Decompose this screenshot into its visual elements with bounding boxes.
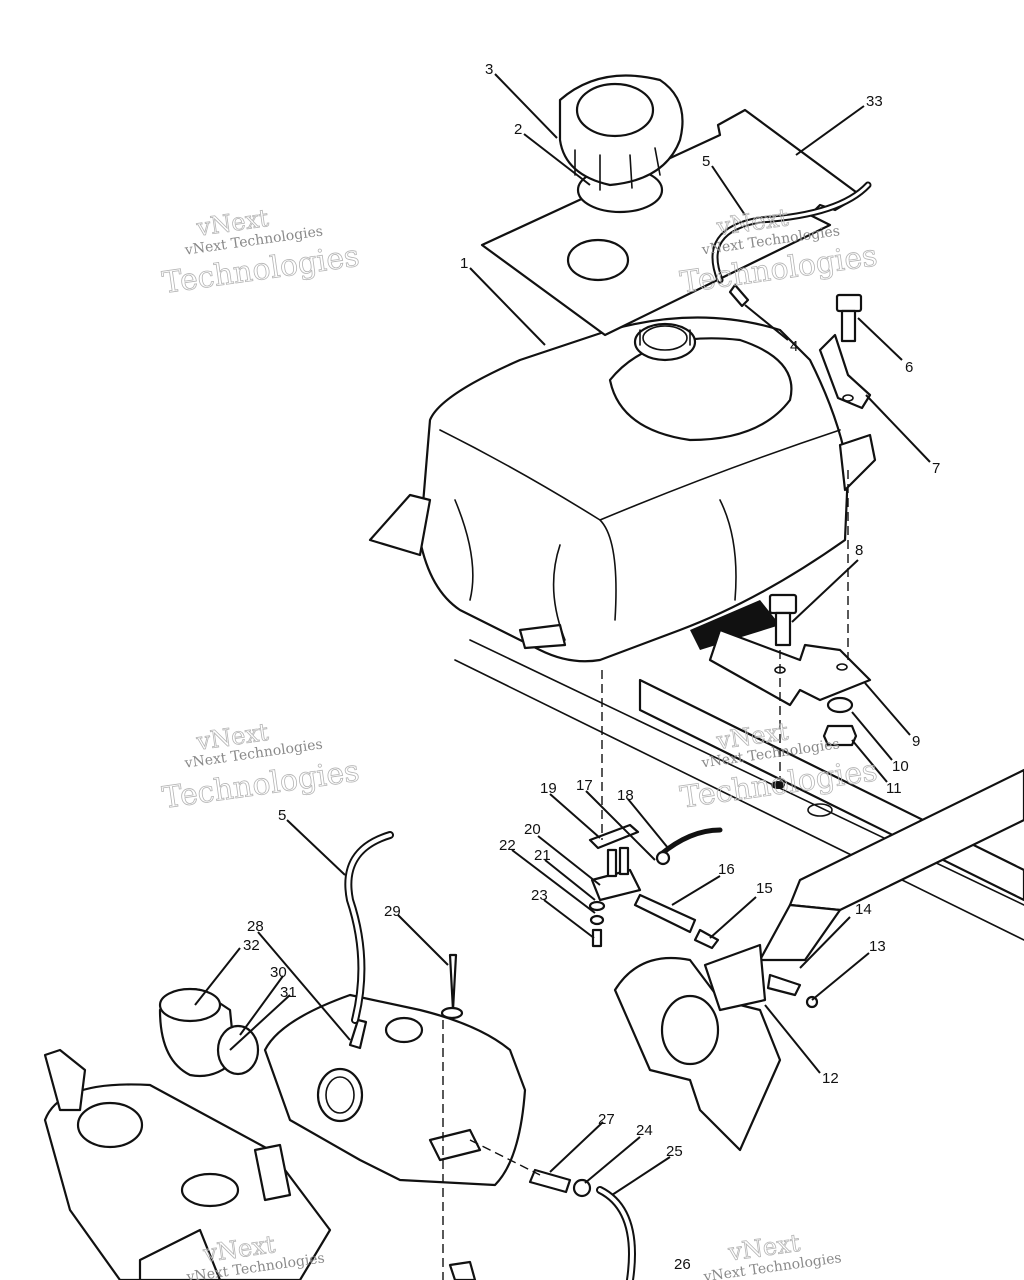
watermark-top-left: vNext vNext Technologies Technologies (160, 204, 362, 302)
vent-hose-upper (711, 181, 872, 308)
bolt-6 (835, 293, 863, 343)
callout-1: 1 (460, 255, 468, 272)
fuel-cap-lower (158, 987, 260, 1078)
callout-5-lower: 5 (278, 807, 286, 824)
callout-20: 20 (524, 821, 541, 838)
callout-23: 23 (531, 887, 548, 904)
callout-25: 25 (666, 1143, 683, 1160)
watermark-bottom-left: vNext vNext Technologies (185, 1230, 326, 1280)
dipstick-29 (440, 953, 464, 1020)
callout-31: 31 (280, 984, 297, 1001)
watermark-bottom-right: vNext vNext Technologies (702, 1228, 843, 1280)
callout-22: 22 (499, 837, 516, 854)
washer-10 (826, 696, 854, 714)
callout-13: 13 (869, 938, 886, 955)
fuel-tank (368, 316, 877, 663)
callout-18: 18 (617, 787, 634, 804)
watermark-mid-left: vNext vNext Technologies Technologies (160, 718, 362, 817)
callout-labels: 1 2 3 4 5 5 6 7 8 9 10 11 12 13 14 15 16… (243, 61, 940, 1273)
callout-3: 3 (485, 61, 493, 78)
callout-24: 24 (636, 1122, 653, 1139)
leader-lines (194, 73, 931, 1196)
callout-8: 8 (855, 542, 863, 559)
lower-left-frame (43, 1048, 477, 1280)
callout-11: 11 (886, 780, 902, 797)
callout-10: 10 (892, 758, 909, 775)
lower-frame-12 (613, 943, 819, 1152)
vent-hose-lower (344, 831, 394, 1024)
callout-30: 30 (270, 964, 287, 981)
callout-27: 27 (598, 1111, 615, 1128)
callout-2: 2 (514, 121, 522, 138)
callout-28: 28 (247, 918, 264, 935)
callout-29: 29 (384, 903, 401, 920)
callout-9: 9 (912, 733, 920, 750)
bracket-7 (818, 333, 872, 410)
callout-15: 15 (756, 880, 773, 897)
fuel-cap-upper (558, 74, 684, 214)
callout-7: 7 (932, 460, 940, 477)
callout-32: 32 (243, 937, 260, 954)
fuel-tank-lower (263, 993, 527, 1187)
callout-16: 16 (718, 861, 735, 878)
callout-4: 4 (790, 338, 798, 355)
tank-pad (480, 108, 862, 337)
bolt-8 (768, 593, 798, 647)
callout-33: 33 (866, 93, 883, 110)
callout-5-upper: 5 (702, 153, 710, 170)
callout-6: 6 (905, 359, 913, 376)
assembly-centerlines (442, 470, 849, 1280)
nut-11 (822, 724, 858, 747)
callout-26: 26 (674, 1256, 691, 1273)
callout-19: 19 (540, 780, 557, 797)
callout-12: 12 (822, 1070, 839, 1087)
frame-rails (454, 639, 1024, 962)
callout-14: 14 (855, 901, 872, 918)
fuel-valve-assembly (588, 823, 723, 950)
callout-21: 21 (534, 847, 551, 864)
fuel-line-lower (528, 1168, 636, 1280)
callout-17: 17 (576, 777, 593, 794)
